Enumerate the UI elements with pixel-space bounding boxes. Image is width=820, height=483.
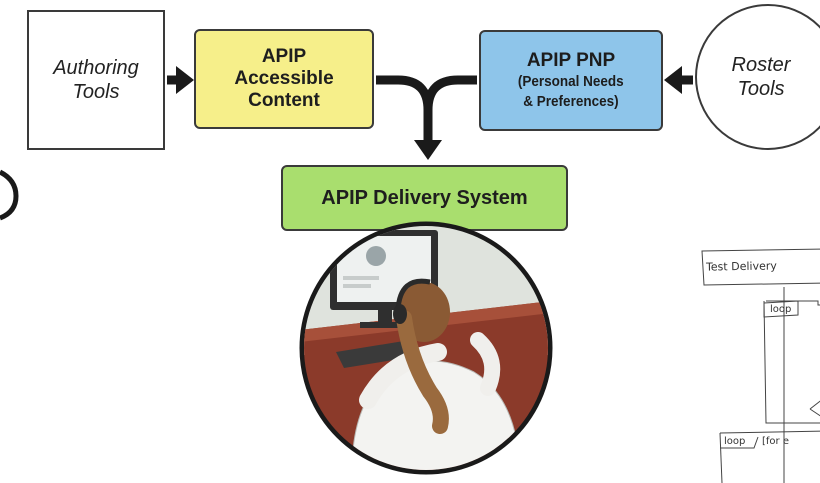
arrowhead-delivery	[414, 140, 442, 160]
roster-tools-label-2: Tools	[737, 78, 785, 100]
delivery-system-label: APIP Delivery System	[321, 186, 528, 209]
arrowhead-pnp	[664, 66, 682, 94]
sketch-loop-2-text: [for e	[762, 436, 789, 447]
pnp-label-1: APIP PNP	[526, 49, 616, 71]
accessible-content-label-3: Content	[248, 90, 320, 111]
sketch-loop-1: loop	[770, 304, 792, 315]
roster-tools-label-1: Roster	[731, 54, 791, 76]
authoring-tools-box: Authoring Tools	[27, 10, 165, 150]
sketch-fragment: Test Delivery loop loop [for e	[700, 243, 820, 483]
delivery-system-box: APIP Delivery System	[281, 165, 568, 231]
authoring-tools-label-2: Tools	[72, 81, 120, 103]
arrow-pnp-to-delivery	[423, 75, 477, 111]
sketch-title: Test Delivery	[705, 259, 777, 274]
accessible-content-label-2: Accessible	[234, 68, 334, 89]
pnp-box: APIP PNP (Personal Needs & Preferences)	[479, 30, 663, 131]
sketch-loop-2: loop	[724, 436, 746, 447]
pnp-label-2: (Personal Needs	[518, 72, 624, 90]
roster-tools-circle: Roster Tools	[695, 4, 820, 150]
pnp-label-3: & Preferences)	[523, 92, 619, 110]
arrowhead-content	[176, 66, 194, 94]
accessible-content-box: APIP Accessible Content	[194, 29, 374, 129]
authoring-tools-label-1: Authoring	[53, 57, 139, 79]
accessible-content-label-1: APIP	[261, 46, 307, 67]
partial-circle-edge	[0, 169, 19, 221]
arrow-content-to-delivery	[376, 75, 433, 142]
